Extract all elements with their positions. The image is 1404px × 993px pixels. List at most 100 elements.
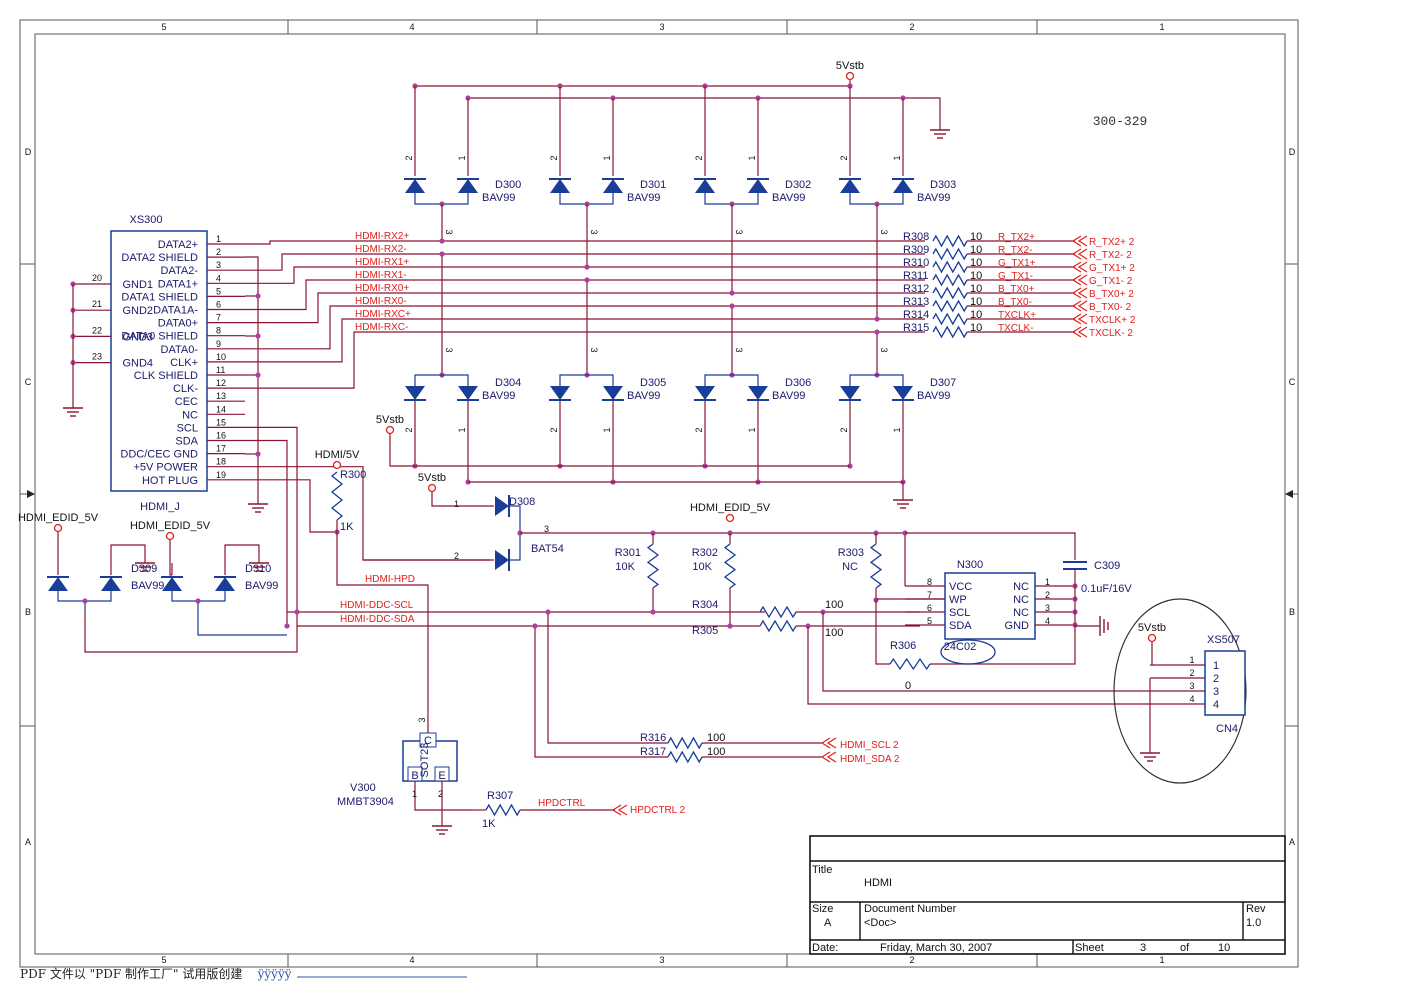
header-pin-label: 3 [1213, 686, 1219, 698]
eeprom-pin-name: SCL [949, 607, 970, 619]
esd-diode-a [405, 179, 425, 193]
eeprom-pin-num: 6 [927, 603, 932, 613]
series-resistor-value: 10 [970, 283, 982, 295]
eeprom-pin-name: NC [1013, 607, 1029, 619]
c309-top [905, 532, 1076, 560]
esd-diode-d [458, 386, 478, 400]
series-resistor-ref: R308 [903, 231, 929, 243]
diode-pin-num: 2 [694, 155, 704, 160]
port-arrow-inner [1077, 313, 1088, 325]
series-resistor-symbol [932, 247, 968, 261]
tx-port-arrow [1071, 326, 1082, 338]
esd-diode-part: BAV99 [482, 192, 515, 204]
pdf-watermark-note: PDF 文件以 "PDF 制作工厂" 试用版创建 ÿÿÿÿÿ [20, 965, 292, 982]
esd-diode-ref: D300 [495, 179, 521, 191]
vstb-rail-bottom [389, 428, 850, 467]
vstb-top-label: 5Vstb [836, 60, 864, 72]
hdmi-net-label: HDMI-RX0+ [355, 283, 409, 294]
hdmi-pin-name: DATA2+ [158, 239, 198, 251]
series-resistor-ref: R314 [903, 309, 929, 321]
tx-port-label: G_TX1- 2 [1089, 276, 1133, 287]
eeprom-pin-num: 3 [1045, 603, 1050, 613]
esd-diode-b [603, 179, 623, 193]
esd-diode-d [748, 386, 768, 400]
r306-symbol [889, 657, 931, 671]
d308-diode-b [495, 550, 509, 570]
drawing-number: 300-329 [1093, 114, 1148, 129]
tx-port-label: B_TX0- 2 [1089, 302, 1132, 313]
r305-value: 100 [825, 627, 843, 639]
vstb-bottom [385, 425, 395, 435]
r305-symbol [759, 619, 797, 633]
frame-row-label: B [25, 607, 31, 617]
r317-wire [534, 626, 668, 758]
pullup-ref: R302 [692, 547, 718, 559]
edid-diode-a [162, 577, 182, 591]
v300-pin-e [434, 766, 450, 782]
wires [57, 76, 1205, 826]
diode-bot-common [849, 374, 904, 386]
esd-diode-ref: D303 [930, 179, 956, 191]
hdmi-pin-name: SDA [175, 436, 198, 448]
hdmi-diff-wire [245, 305, 925, 350]
hdmi-pin-number: 16 [216, 431, 226, 441]
header-pin-label: 1 [1213, 660, 1219, 672]
v300-pin-num: 3 [417, 717, 427, 722]
c309-ref: C309 [1094, 560, 1120, 572]
tx-port-arrow [1071, 261, 1082, 273]
ddc-sda-label: HDMI-DDC-SDA [340, 614, 415, 625]
hdmi-pin-number: 18 [216, 457, 226, 467]
frame-row-label: C [1289, 377, 1296, 387]
pdf-note-link[interactable]: ÿÿÿÿÿ [257, 967, 292, 981]
junction-dot [195, 598, 201, 604]
edid5v-b-label: HDMI_EDID_5V [130, 520, 211, 532]
5v-power-wire [245, 466, 490, 561]
hdmi-pin-name: HOT PLUG [142, 475, 198, 487]
d308-part: BAT54 [531, 543, 564, 555]
scl-port-label: HDMI_SCL 2 [840, 740, 899, 751]
eeprom-part: 24C02 [944, 641, 976, 653]
hdmi5v-label: HDMI/5V [315, 449, 360, 461]
d308-pin: 1 [454, 499, 459, 509]
junction-dot [545, 609, 551, 615]
hdmi-net-label: HDMI-RXC- [355, 322, 408, 333]
d308-pin: 3 [544, 524, 549, 534]
esd-diode-part: BAV99 [772, 192, 805, 204]
header-part: CN4 [1216, 723, 1238, 735]
edid5v-c [725, 513, 735, 523]
r300-value: 1K [340, 521, 354, 533]
tx-port-arrow [1071, 274, 1082, 286]
r317-value: 100 [707, 746, 725, 758]
doc-number-value: <Doc> [864, 917, 896, 929]
r306-ref: R306 [890, 640, 916, 652]
date-label: Date: [812, 942, 838, 954]
vstb-header-label: 5Vstb [1138, 622, 1166, 634]
diode-pin-num: 3 [879, 347, 889, 352]
edid5v-c-label: HDMI_EDID_5V [690, 502, 771, 514]
series-resistor-ref: R315 [903, 322, 929, 334]
esd-diode-ref: D305 [640, 377, 666, 389]
r300-ref: R300 [340, 469, 366, 481]
tx-port-arrow [1071, 248, 1082, 260]
series-resistor-ref: R311 [903, 270, 928, 282]
eeprom-pin-name: NC [1013, 594, 1029, 606]
outer-border [19, 19, 1299, 968]
v300-base [414, 781, 472, 811]
esd-diode-a [840, 179, 860, 193]
edid-diode-gnd-lead [224, 544, 260, 575]
sheet-label: Sheet [1075, 942, 1104, 954]
hdmi-diff-wire [245, 266, 925, 284]
tx-net-label: G_TX1+ [998, 258, 1036, 269]
esd-diode-part: BAV99 [917, 192, 950, 204]
hdmi-diff-wire [245, 318, 925, 363]
eeprom-pin-num: 7 [927, 590, 932, 600]
hdmi-pin-name: CEC [175, 396, 198, 408]
hdmi-gnd-pin-number: 20 [92, 273, 102, 283]
eeprom-pin-num: 2 [1045, 590, 1050, 600]
hdmi-net-label: HDMI-RXC+ [355, 309, 411, 320]
diode-pin-num: 3 [734, 229, 744, 234]
header-pin-num: 3 [1189, 681, 1194, 691]
port-arrow-inner [1077, 287, 1088, 299]
pullup-ref: R303 [838, 547, 864, 559]
hpdctrl-port-label: HPDCTRL 2 [630, 805, 686, 816]
